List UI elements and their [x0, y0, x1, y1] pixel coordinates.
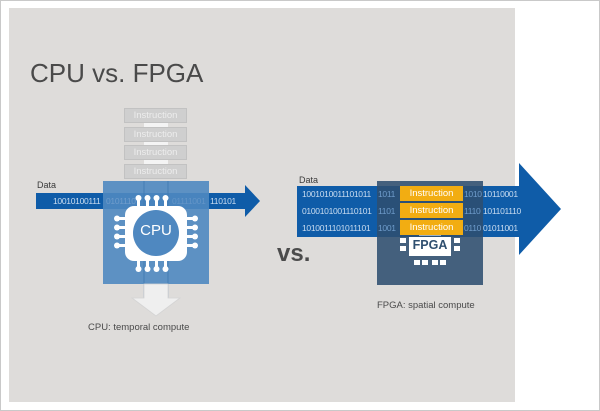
cpu-bits-hidden: 01111001: [172, 196, 206, 206]
cpu-instruction-3: Instruction: [124, 145, 187, 160]
fpga-instruction-2: Instruction: [400, 203, 463, 218]
fpga-instruction-3: Instruction: [400, 220, 463, 235]
fpga-bits-row-2-right: 101101110: [483, 206, 521, 216]
fpga-data-label: Data: [299, 175, 319, 185]
fpga-bits-row-1-mid: 1011: [378, 189, 396, 199]
fpga-chip-label: FPGA: [412, 238, 448, 252]
fpga-bits-row-3-faded: 0110: [464, 223, 482, 233]
fpga-bits-row-2-left: 0100101001110101: [302, 206, 372, 216]
cpu-output-arrow: [130, 283, 182, 317]
cpu-instruction-connectors: [144, 123, 168, 164]
fpga-bits-row-3-mid: 1001: [378, 223, 396, 233]
cpu-instruction-2: Instruction: [124, 127, 187, 142]
fpga-bits-row-1-right: 10110001: [483, 189, 518, 199]
fpga-bits-row-3-left: 1010011101011101: [302, 223, 371, 233]
cpu-bits-middle: 0101110: [106, 196, 136, 206]
fpga-caption: FPGA: spatial compute: [377, 300, 475, 311]
cpu-caption: CPU: temporal compute: [88, 322, 190, 333]
fpga-chip-icon: [400, 234, 460, 265]
cpu-chip-icon: [114, 195, 198, 272]
cpu-bits-right: 110101: [210, 196, 236, 206]
fpga-bits-row-2-faded: 1110: [464, 206, 481, 216]
fpga-instruction-1: Instruction: [400, 186, 463, 201]
cpu-bits-left: 10010100111: [53, 196, 101, 206]
cpu-instruction-4: Instruction: [124, 164, 187, 179]
vs-label: vs.: [277, 240, 311, 267]
cpu-data-label: Data: [37, 180, 57, 190]
cpu-chip-label: CPU: [140, 222, 172, 239]
fpga-bits-row-1-left: 1001010011101011: [302, 189, 371, 199]
fpga-bits-row-3-right: 01011001: [483, 223, 518, 233]
fpga-bits-row-1-faded: 1010: [464, 189, 482, 199]
cpu-instruction-1: Instruction: [124, 108, 187, 123]
diagram-title: CPU vs. FPGA: [30, 58, 204, 88]
fpga-bits-row-2-mid: 1101: [378, 206, 396, 216]
